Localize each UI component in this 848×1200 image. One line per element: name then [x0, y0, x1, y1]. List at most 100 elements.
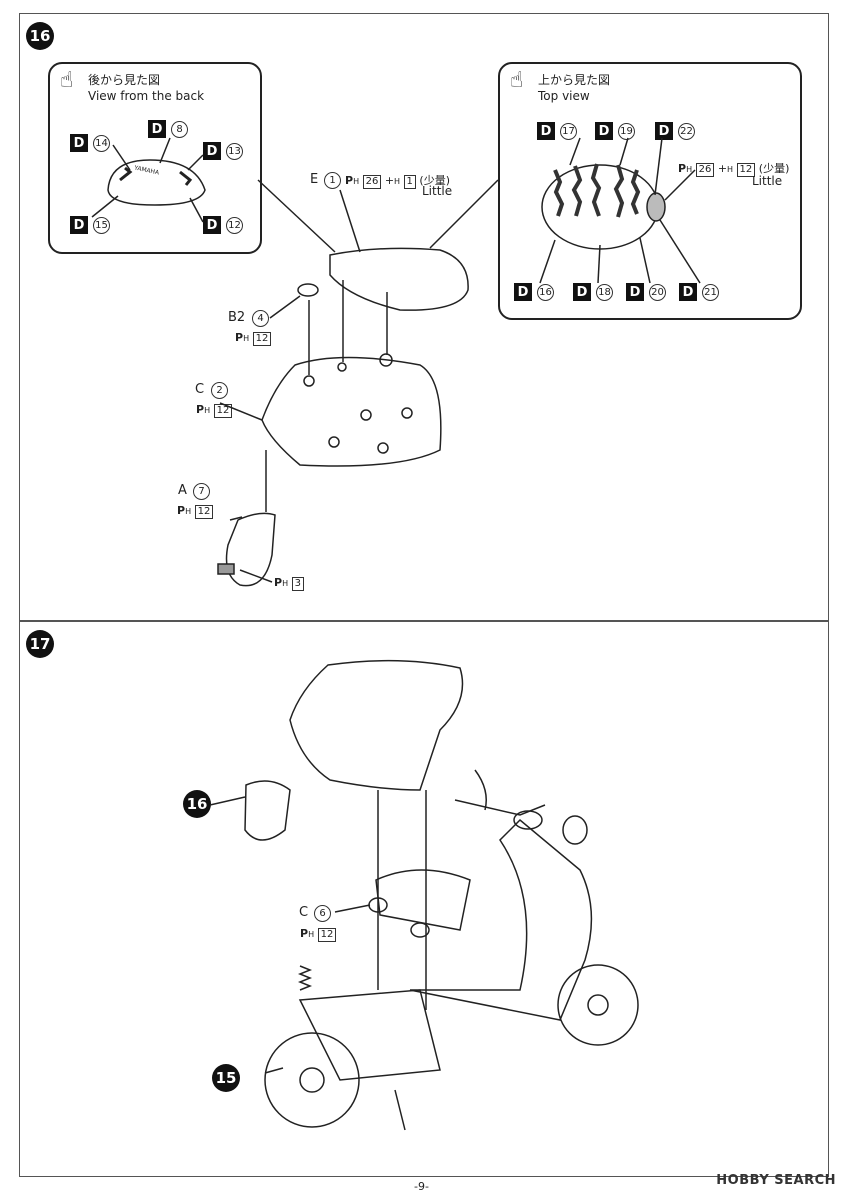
a7-part-label: A — [178, 483, 187, 498]
b2-paint-note: PH 12 — [235, 331, 272, 346]
back-part-d8-box: D — [148, 120, 166, 138]
c6-part-num: 6 — [314, 905, 331, 922]
scooter-engine-drawing — [298, 989, 441, 1081]
paint-note-jp: (少量) — [758, 162, 790, 175]
paint-prefix: P — [235, 331, 244, 344]
paint-sub: H — [727, 165, 734, 174]
a7-paint-note: PH 12 — [177, 504, 214, 519]
back-part-d13-box: D — [203, 142, 221, 160]
paint-prefix: P — [300, 927, 309, 940]
c2-part-label: C — [195, 382, 205, 397]
top-view-paint-note: PH 26 +H 12 (少量) — [678, 160, 789, 177]
back-view-title-jp: 後から見た図 — [88, 73, 161, 87]
top-part-d17-num: 17 — [560, 123, 577, 140]
seat-part-num: 1 — [324, 172, 341, 189]
paint-note-jp: (少量) — [419, 174, 451, 187]
top-part-d21-num: 21 — [702, 284, 719, 301]
paint-prefix: P — [678, 162, 687, 175]
top-part-d18-num: 18 — [596, 284, 613, 301]
step-17-number: 17 — [26, 630, 54, 658]
paint-sub: H — [282, 579, 289, 588]
seat-bracket-drawing — [375, 869, 471, 931]
seat-paint-note: PH 26 +H 1 (少量) — [345, 172, 450, 189]
taillight-paint-note: PH 3 — [274, 576, 304, 591]
paint-code: 26 — [362, 175, 382, 189]
paint-sub: H — [204, 406, 211, 415]
paint-sub: H — [308, 930, 315, 939]
back-part-d8-num: 8 — [171, 121, 188, 138]
watermark-text: HOBBY SEARCH — [716, 1173, 836, 1188]
sub-assembly-16-marker: 16 — [183, 790, 211, 818]
back-view-title: 後から見た図 View from the back — [88, 72, 204, 104]
part-letter: E — [310, 172, 319, 187]
step-17-panel — [19, 621, 829, 1177]
back-part-d15-num: 15 — [93, 217, 110, 234]
pointing-hand-icon: ☝ — [60, 68, 74, 93]
top-view-callout — [498, 62, 802, 320]
page-number: -9- — [414, 1180, 429, 1193]
top-view-title-jp: 上から見た図 — [538, 73, 611, 87]
back-part-d12-box: D — [203, 216, 221, 234]
step-16-number: 16 — [26, 22, 54, 50]
top-view-title: 上から見た図 Top view — [538, 72, 610, 104]
back-part-d13-num: 13 — [226, 143, 243, 160]
step17-fender-drawing — [244, 780, 291, 841]
top-part-d22-box: D — [655, 122, 673, 140]
top-part-d20-num: 20 — [649, 284, 666, 301]
rear-wheel-drawing — [264, 1032, 360, 1128]
back-part-d12-num: 12 — [226, 217, 243, 234]
paint-sub: H — [185, 507, 192, 516]
c6-part-label: C — [299, 905, 309, 920]
b2-part-num: 4 — [252, 310, 269, 327]
back-view-title-en: View from the back — [88, 89, 205, 103]
seat-paint-little: Little — [422, 184, 453, 198]
sub-assembly-15-marker: 15 — [212, 1064, 240, 1092]
back-callout-tail — [257, 179, 336, 253]
rear-cowl-drawing — [261, 356, 442, 467]
paint-code: 12 — [194, 505, 214, 519]
front-wheel-drawing — [557, 964, 639, 1046]
b2-part-label: B2 — [228, 310, 246, 325]
paint-prefix: P — [196, 403, 205, 416]
paint-code: 1 — [403, 175, 416, 189]
paint-sub: H — [353, 177, 360, 186]
paint-code: 12 — [252, 332, 272, 346]
top-part-d18-box: D — [573, 283, 591, 301]
paint-sub: H — [686, 165, 693, 174]
top-part-d20-box: D — [626, 283, 644, 301]
paint-code: 12 — [736, 163, 756, 177]
back-view-seat-shape — [107, 159, 206, 206]
back-part-d15-box: D — [70, 216, 88, 234]
top-callout-tail — [429, 179, 499, 249]
top-view-paint-little: Little — [752, 174, 783, 188]
scooter-frame-drawing — [409, 818, 593, 1021]
top-part-d17-box: D — [537, 122, 555, 140]
c6-paint-note: PH 12 — [300, 927, 337, 942]
seat-part-label: E — [310, 172, 318, 187]
paint-prefix: P — [274, 576, 283, 589]
top-part-d19-num: 19 — [618, 123, 635, 140]
top-view-title-en: Top view — [538, 89, 590, 103]
back-part-d14-num: 14 — [93, 135, 110, 152]
a7-part-num: 7 — [193, 483, 210, 500]
paint-code: 12 — [317, 928, 337, 942]
paint-plus: + — [384, 174, 395, 187]
pointing-hand-icon: ☝ — [510, 68, 524, 93]
top-part-d16-box: D — [514, 283, 532, 301]
c2-part-num: 2 — [211, 382, 228, 399]
paint-code: 26 — [695, 163, 715, 177]
paint-sub: H — [394, 177, 401, 186]
top-part-d22-num: 22 — [678, 123, 695, 140]
top-part-d16-num: 16 — [537, 284, 554, 301]
paint-plus: + — [717, 162, 728, 175]
top-part-d19-box: D — [595, 122, 613, 140]
step17-body-drawing — [289, 659, 464, 791]
seat-drawing — [329, 247, 469, 311]
back-part-d14-box: D — [70, 134, 88, 152]
paint-prefix: P — [177, 504, 186, 517]
paint-prefix: P — [345, 174, 354, 187]
paint-code: 3 — [291, 577, 304, 591]
back-view-stripes — [119, 166, 193, 186]
top-part-d21-box: D — [679, 283, 697, 301]
